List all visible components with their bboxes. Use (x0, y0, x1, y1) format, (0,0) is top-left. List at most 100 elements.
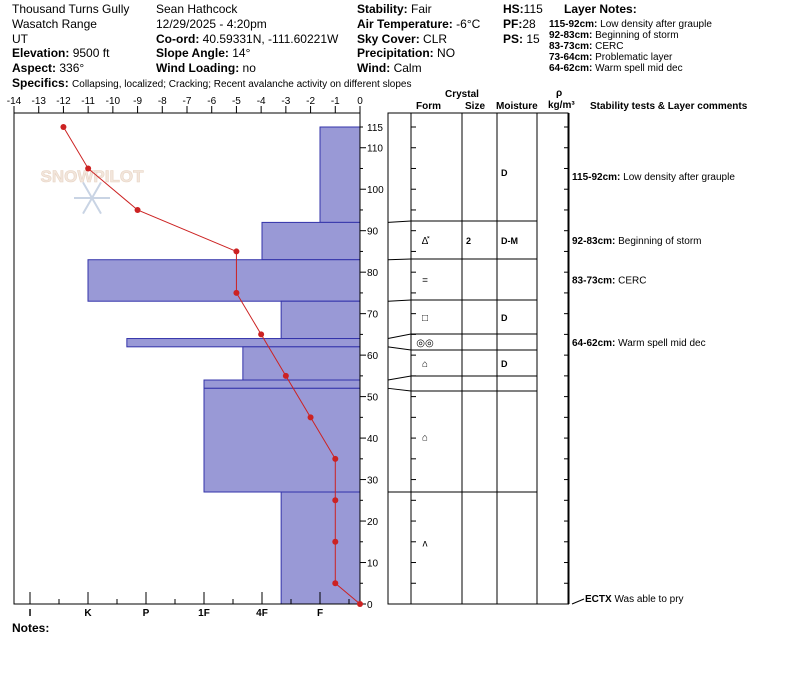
specifics: Specifics: Collapsing, localized; Cracki… (12, 76, 412, 92)
depth-label: 30 (367, 476, 379, 487)
layer-note-range: 92-83cm: (549, 30, 593, 41)
hardness-bar (280, 491, 361, 605)
layer-note-range: 83-73cm: (549, 41, 593, 52)
header-rho: ρ (556, 88, 563, 99)
hardness-bar (319, 126, 361, 223)
depth-label: 110 (367, 144, 383, 155)
layer-note: 92-83cm: Beginning of storm (549, 30, 679, 41)
temperature-point (134, 206, 141, 213)
wind-loading-label: Wind Loading: (156, 61, 240, 75)
specifics-value: Collapsing, localized; Cracking; Recent … (72, 79, 412, 90)
layer-note: 64-62cm: Warm spell mid dec (549, 63, 683, 74)
temp-tick-label: -10 (106, 96, 121, 107)
layer-boundary (387, 333, 537, 340)
temp-tick-label: -3 (281, 96, 290, 107)
aspect-label: Aspect: (12, 61, 57, 75)
slope-value: 14° (232, 46, 251, 60)
layer-note-range: 73-64cm: (549, 52, 593, 63)
temperature-point (357, 601, 363, 607)
temp-tick-label: -9 (133, 96, 142, 107)
coord-label: Co-ord: (156, 32, 200, 46)
header-moisture: Moisture (496, 101, 538, 112)
crystal-form: Δ̽ (422, 235, 431, 247)
temp-tick-label: -12 (56, 96, 71, 107)
temp-tick-label: -14 (7, 96, 22, 107)
air-temp-label: Air Temperature: (357, 17, 453, 31)
temp-tick-label: -1 (331, 96, 340, 107)
sky-value: CLR (423, 32, 448, 46)
header-crystal: Crystal (445, 89, 479, 100)
depth-label: 50 (367, 393, 379, 404)
hardness-bar (280, 300, 361, 340)
header-density: kg/m³ (548, 100, 575, 111)
layer-comment: 115-92cm: Low density after grauple (572, 172, 735, 183)
crystal-form: □ (422, 313, 428, 324)
hardness-bar (87, 259, 361, 302)
wind-label: Wind: (357, 61, 391, 75)
temperature-point (282, 372, 289, 379)
temperature-point (60, 124, 67, 130)
stability: Stability: Fair (357, 2, 432, 16)
crystal-form: = (422, 276, 428, 287)
depth-label: 100 (367, 185, 384, 196)
temperature-point (233, 248, 240, 255)
header-comments: Stability tests & Layer comments (590, 101, 748, 112)
header-form: Form (416, 101, 441, 112)
depth-label: 0 (367, 600, 373, 611)
temp-tick-label: -7 (183, 96, 192, 107)
elevation: Elevation: 9500 ft (12, 46, 109, 60)
sky-label: Sky Cover: (357, 32, 420, 46)
stability-label: Stability: (357, 2, 408, 16)
layer-boundary (387, 220, 537, 223)
temp-tick-label: -6 (207, 96, 216, 107)
temperature-point (233, 289, 240, 296)
pf-value: 28 (522, 17, 536, 31)
ps-label: PS: (503, 32, 524, 46)
specifics-label: Specifics: (12, 76, 69, 90)
layer-comment: 64-62cm: Warm spell mid dec (572, 338, 706, 349)
hardness-label: I (29, 608, 32, 619)
moisture: D (501, 168, 508, 178)
crystal-size: 2 (466, 236, 471, 246)
hardness-bar (261, 221, 361, 261)
layer-boundary (387, 387, 537, 392)
moisture: D (501, 313, 508, 323)
temp-tick-label: -13 (31, 96, 46, 107)
crystal-form: ʌ (423, 538, 428, 549)
hs-label: HS: (503, 2, 524, 16)
layer-note-range: 115-92cm: (549, 19, 598, 30)
hardness-label: P (143, 608, 150, 619)
layer-note: 73-64cm: Problematic layer (549, 52, 672, 63)
pf-label: PF: (503, 17, 523, 31)
temperature-point (332, 455, 339, 462)
depth-label: 20 (367, 517, 379, 528)
snowflake-icon (74, 181, 110, 215)
temp-tick-label: 0 (357, 96, 363, 107)
sky-cover: Sky Cover: CLR (357, 32, 447, 46)
wind-loading: Wind Loading: no (156, 61, 256, 75)
stability-value: Fair (411, 2, 432, 16)
crystal-form: ⌂ (422, 432, 428, 443)
state: UT (12, 32, 28, 46)
temperature-point (332, 538, 339, 545)
temp-tick-label: -4 (257, 96, 266, 107)
snowpilot-logo: SNOWPILOT (41, 167, 145, 186)
layer-boundary (387, 299, 537, 302)
hs: HS:115 (503, 2, 543, 16)
stability-test: ECTX Was able to pry (585, 594, 684, 605)
crystal-form: ◎◎ (416, 338, 434, 349)
temperature-point (307, 414, 314, 421)
crystal-form: ⌂ (422, 359, 428, 370)
temperature-point (258, 331, 265, 338)
slope: Slope Angle: 14° (156, 46, 250, 60)
range: Wasatch Range (12, 17, 97, 31)
coord: Co-ord: 40.59331N, -111.60221W (156, 32, 338, 46)
layer-note-text: Low density after grauple (600, 19, 712, 30)
hardness-label: K (84, 608, 92, 619)
layer-comment: 83-73cm: CERC (572, 276, 646, 287)
hardness-bar (203, 379, 361, 389)
depth-label: 90 (367, 227, 379, 238)
temperature-point (332, 580, 339, 587)
